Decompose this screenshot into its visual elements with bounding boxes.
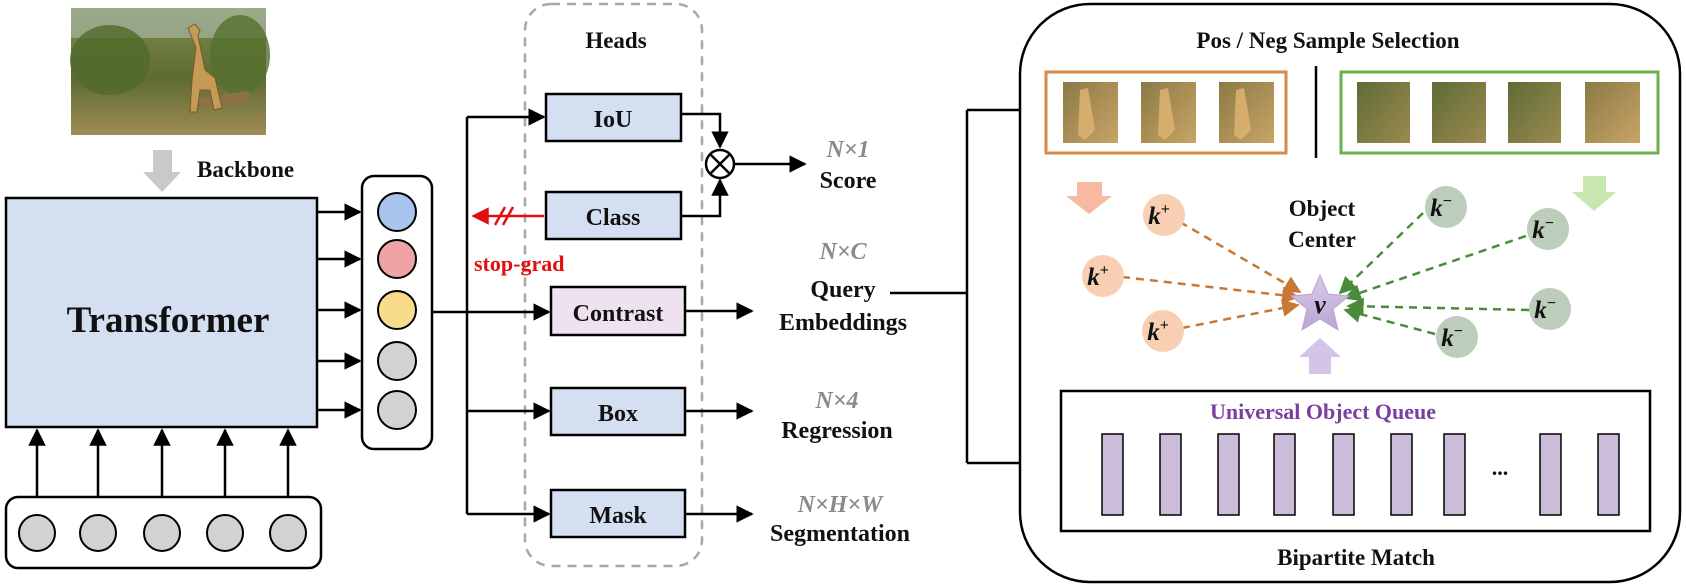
object-center-label-2: Center (1288, 227, 1356, 252)
queue-ellipsis: ... (1492, 455, 1509, 480)
queue-slot (1101, 433, 1124, 516)
class-head-label: Class (586, 205, 641, 231)
positive-pull-arrows (1121, 220, 1302, 330)
stop-grad-label: stop-grad (474, 251, 564, 276)
input-token (206, 514, 244, 552)
query-red (377, 239, 417, 279)
negative-key-label: k− (1441, 323, 1463, 352)
queue-title: Universal Object Queue (1210, 399, 1436, 424)
mask-head-label: Mask (589, 503, 647, 529)
negative-crop (1508, 82, 1561, 143)
transformer-block (4, 196, 319, 429)
input-tokens (4, 495, 323, 570)
queue-slot (1332, 433, 1355, 516)
mask-head (549, 488, 687, 539)
score-dim: N×1 (825, 137, 869, 163)
right-panel-title: Pos / Neg Sample Selection (1196, 28, 1459, 53)
queue-up-arrow (1299, 338, 1341, 374)
query-dim: N×C (818, 239, 867, 265)
negative-key-label: k− (1532, 215, 1554, 244)
negative-key-label: k− (1534, 295, 1556, 324)
query-blue (377, 192, 417, 232)
heads-title: Heads (585, 28, 646, 53)
negative-key-node (1529, 288, 1571, 330)
positive-key-label: k+ (1087, 262, 1109, 291)
negative-samples (1339, 70, 1660, 155)
iou-head (544, 92, 683, 143)
positive-down-arrow (1066, 182, 1112, 214)
mask-dim: N×H×W (797, 492, 884, 518)
head-branch-arrows (467, 108, 551, 523)
box-dim: N×4 (814, 388, 858, 414)
queue-slot (1273, 433, 1296, 516)
negative-key-node (1527, 208, 1569, 250)
query-gray (377, 341, 417, 381)
input-token (79, 514, 117, 552)
universal-object-queue (1059, 389, 1652, 533)
negative-crop (1357, 82, 1410, 143)
score-combine-lines (681, 112, 729, 218)
negative-key-node (1425, 186, 1467, 228)
heads-container (523, 2, 704, 568)
object-queries (360, 174, 434, 451)
input-token (18, 514, 56, 552)
queue-slot (1539, 433, 1562, 516)
backbone-arrow (143, 150, 181, 192)
class-head (544, 190, 683, 241)
positive-key-label: k+ (1147, 317, 1169, 346)
positive-key-node (1082, 255, 1124, 297)
query-yellow (377, 290, 417, 330)
head-branch-lines (432, 117, 469, 514)
positive-key-node (1143, 194, 1185, 236)
backbone-label: Backbone (197, 157, 294, 182)
object-center-symbol: v (1314, 290, 1326, 319)
box-head (549, 386, 687, 437)
negative-key-node (1436, 316, 1478, 358)
input-token (143, 514, 181, 552)
queue-slot (1443, 433, 1466, 516)
negative-crop (1585, 82, 1640, 143)
queue-slot (1390, 433, 1413, 516)
query-label-1: Query (810, 277, 875, 303)
positive-key-label: k+ (1148, 201, 1170, 230)
negative-down-arrow (1572, 176, 1616, 211)
query-gray (377, 390, 417, 430)
class-branch-stopgrad (471, 206, 544, 226)
box-head-label: Box (598, 401, 638, 427)
negative-key-label: k− (1430, 193, 1452, 222)
input-token (269, 514, 307, 552)
query-label-2: Embeddings (779, 310, 907, 336)
object-center-star (1289, 273, 1351, 332)
positive-key-node (1142, 310, 1184, 352)
transformer-label: Transformer (67, 300, 270, 341)
positive-samples (1044, 70, 1288, 155)
box-label: Regression (781, 418, 893, 444)
negative-crop (1432, 82, 1486, 143)
negative-push-arrows (1338, 212, 1530, 336)
multiply-icon (704, 148, 736, 180)
contrast-head (549, 285, 687, 337)
input-image (70, 8, 270, 135)
object-center-label-1: Object (1289, 196, 1356, 221)
queue-slot (1159, 433, 1182, 516)
iou-head-label: IoU (594, 107, 633, 133)
queue-slot (1217, 433, 1240, 516)
token-to-transformer-arrows (28, 428, 297, 497)
queue-slot (1597, 433, 1620, 516)
mask-label: Segmentation (770, 521, 910, 547)
score-label: Score (820, 168, 877, 194)
bipartite-match-label: Bipartite Match (1277, 545, 1435, 570)
output-arrows (685, 302, 754, 523)
contrast-head-label: Contrast (573, 301, 664, 327)
transformer-output-arrows (317, 203, 362, 419)
